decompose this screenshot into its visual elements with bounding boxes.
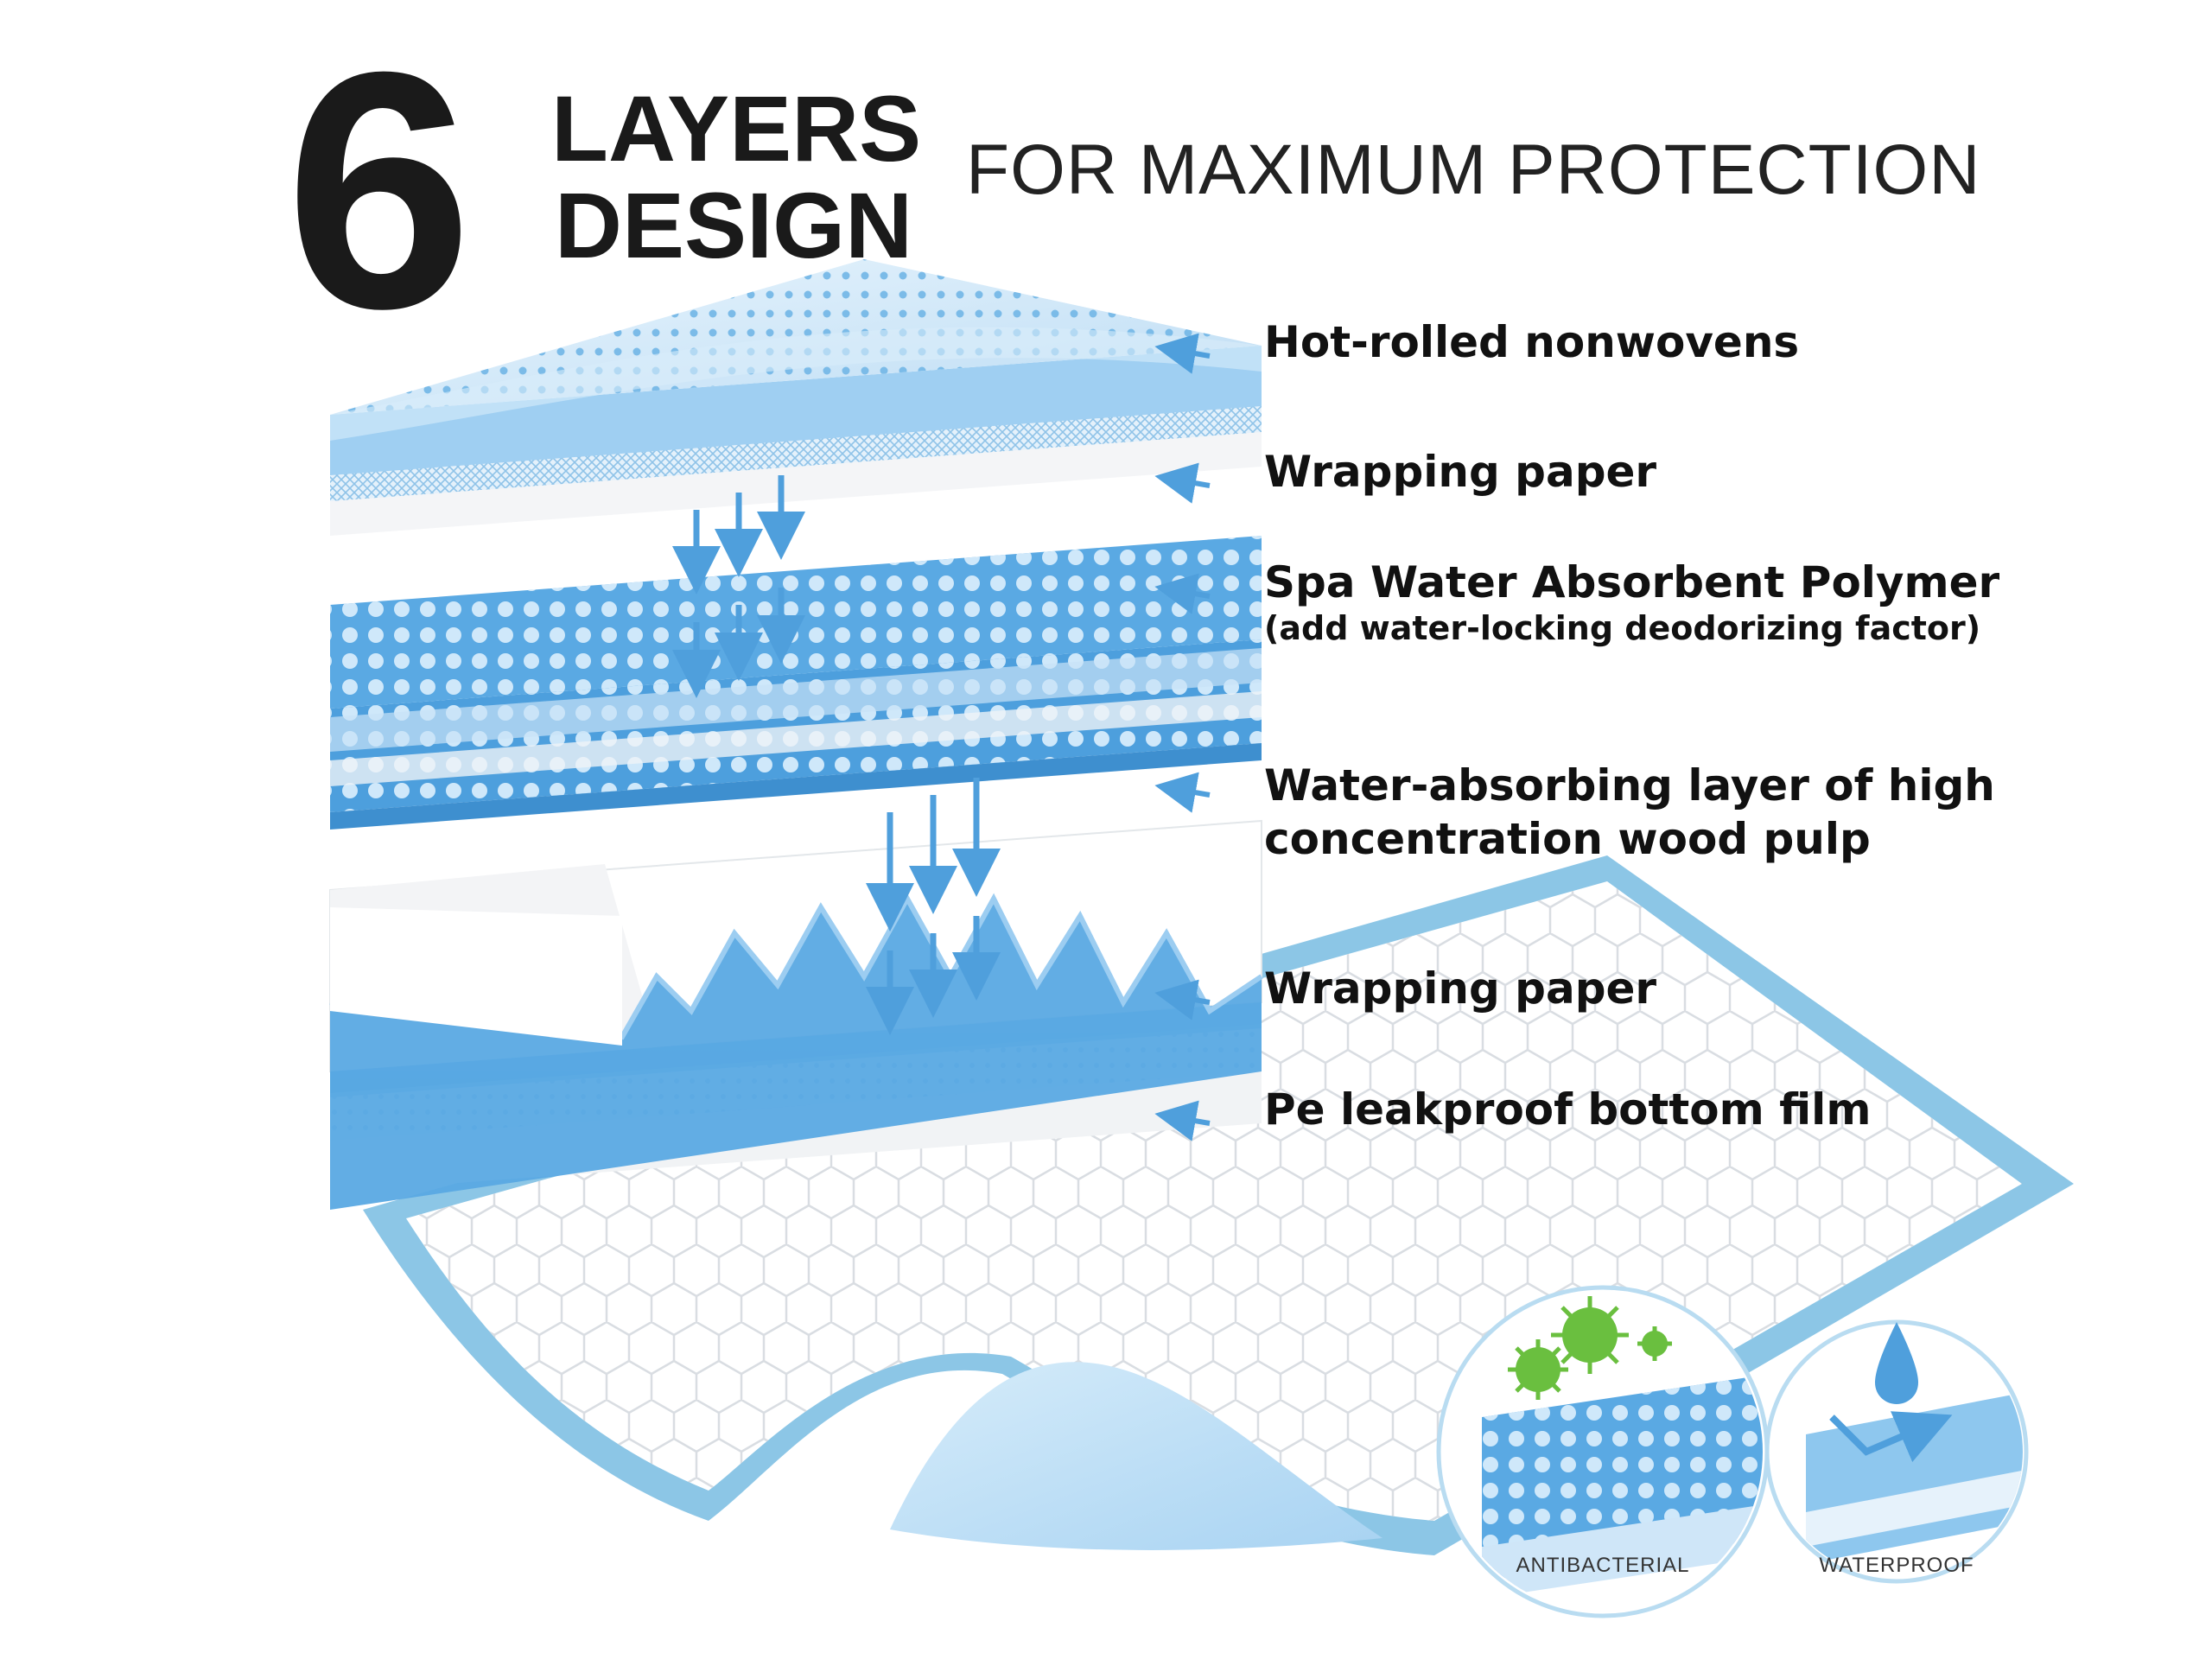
number-six: 6 [285, 2, 473, 378]
layer-hot-rolled-nonwovens [330, 259, 1262, 475]
bounce-arrow-icon [1829, 1411, 1953, 1463]
antibacterial-badge [1436, 1285, 1770, 1618]
headline-word-layers: LAYERS [551, 76, 922, 181]
badge-label-antibacterial: ANTIBACTERIAL [1516, 1554, 1690, 1577]
label-sap: Spa Water Absorbent Polymer [1264, 557, 2000, 607]
label-wrapping-paper-1: Wrapping paper [1264, 447, 1657, 497]
label-pointers [1154, 333, 1211, 1141]
layer-wood-pulp [329, 819, 1263, 1210]
virus-icon [1508, 1296, 1672, 1400]
label-wood-pulp-line2: concentration wood pulp [1264, 814, 1871, 864]
subtitle: FOR MAXIMUM PROTECTION [966, 130, 1981, 209]
label-pe-bottom-film: Pe leakproof bottom film [1264, 1084, 1872, 1135]
label-sap-note: (add water-locking deodorizing factor) [1264, 609, 1981, 647]
waterproof-badge [1764, 1319, 2029, 1584]
label-wrapping-paper-2: Wrapping paper [1264, 963, 1657, 1014]
label-hot-rolled-nonwovens: Hot-rolled nonwovens [1264, 317, 1800, 367]
headline-word-design: DESIGN [555, 173, 913, 277]
label-wood-pulp-line1: Water-absorbing layer of high [1264, 760, 1995, 811]
badge-label-waterproof: WATERPROOF [1819, 1554, 1974, 1577]
water-drop-icon [1875, 1322, 1918, 1404]
flow-arrows [672, 475, 1001, 1035]
